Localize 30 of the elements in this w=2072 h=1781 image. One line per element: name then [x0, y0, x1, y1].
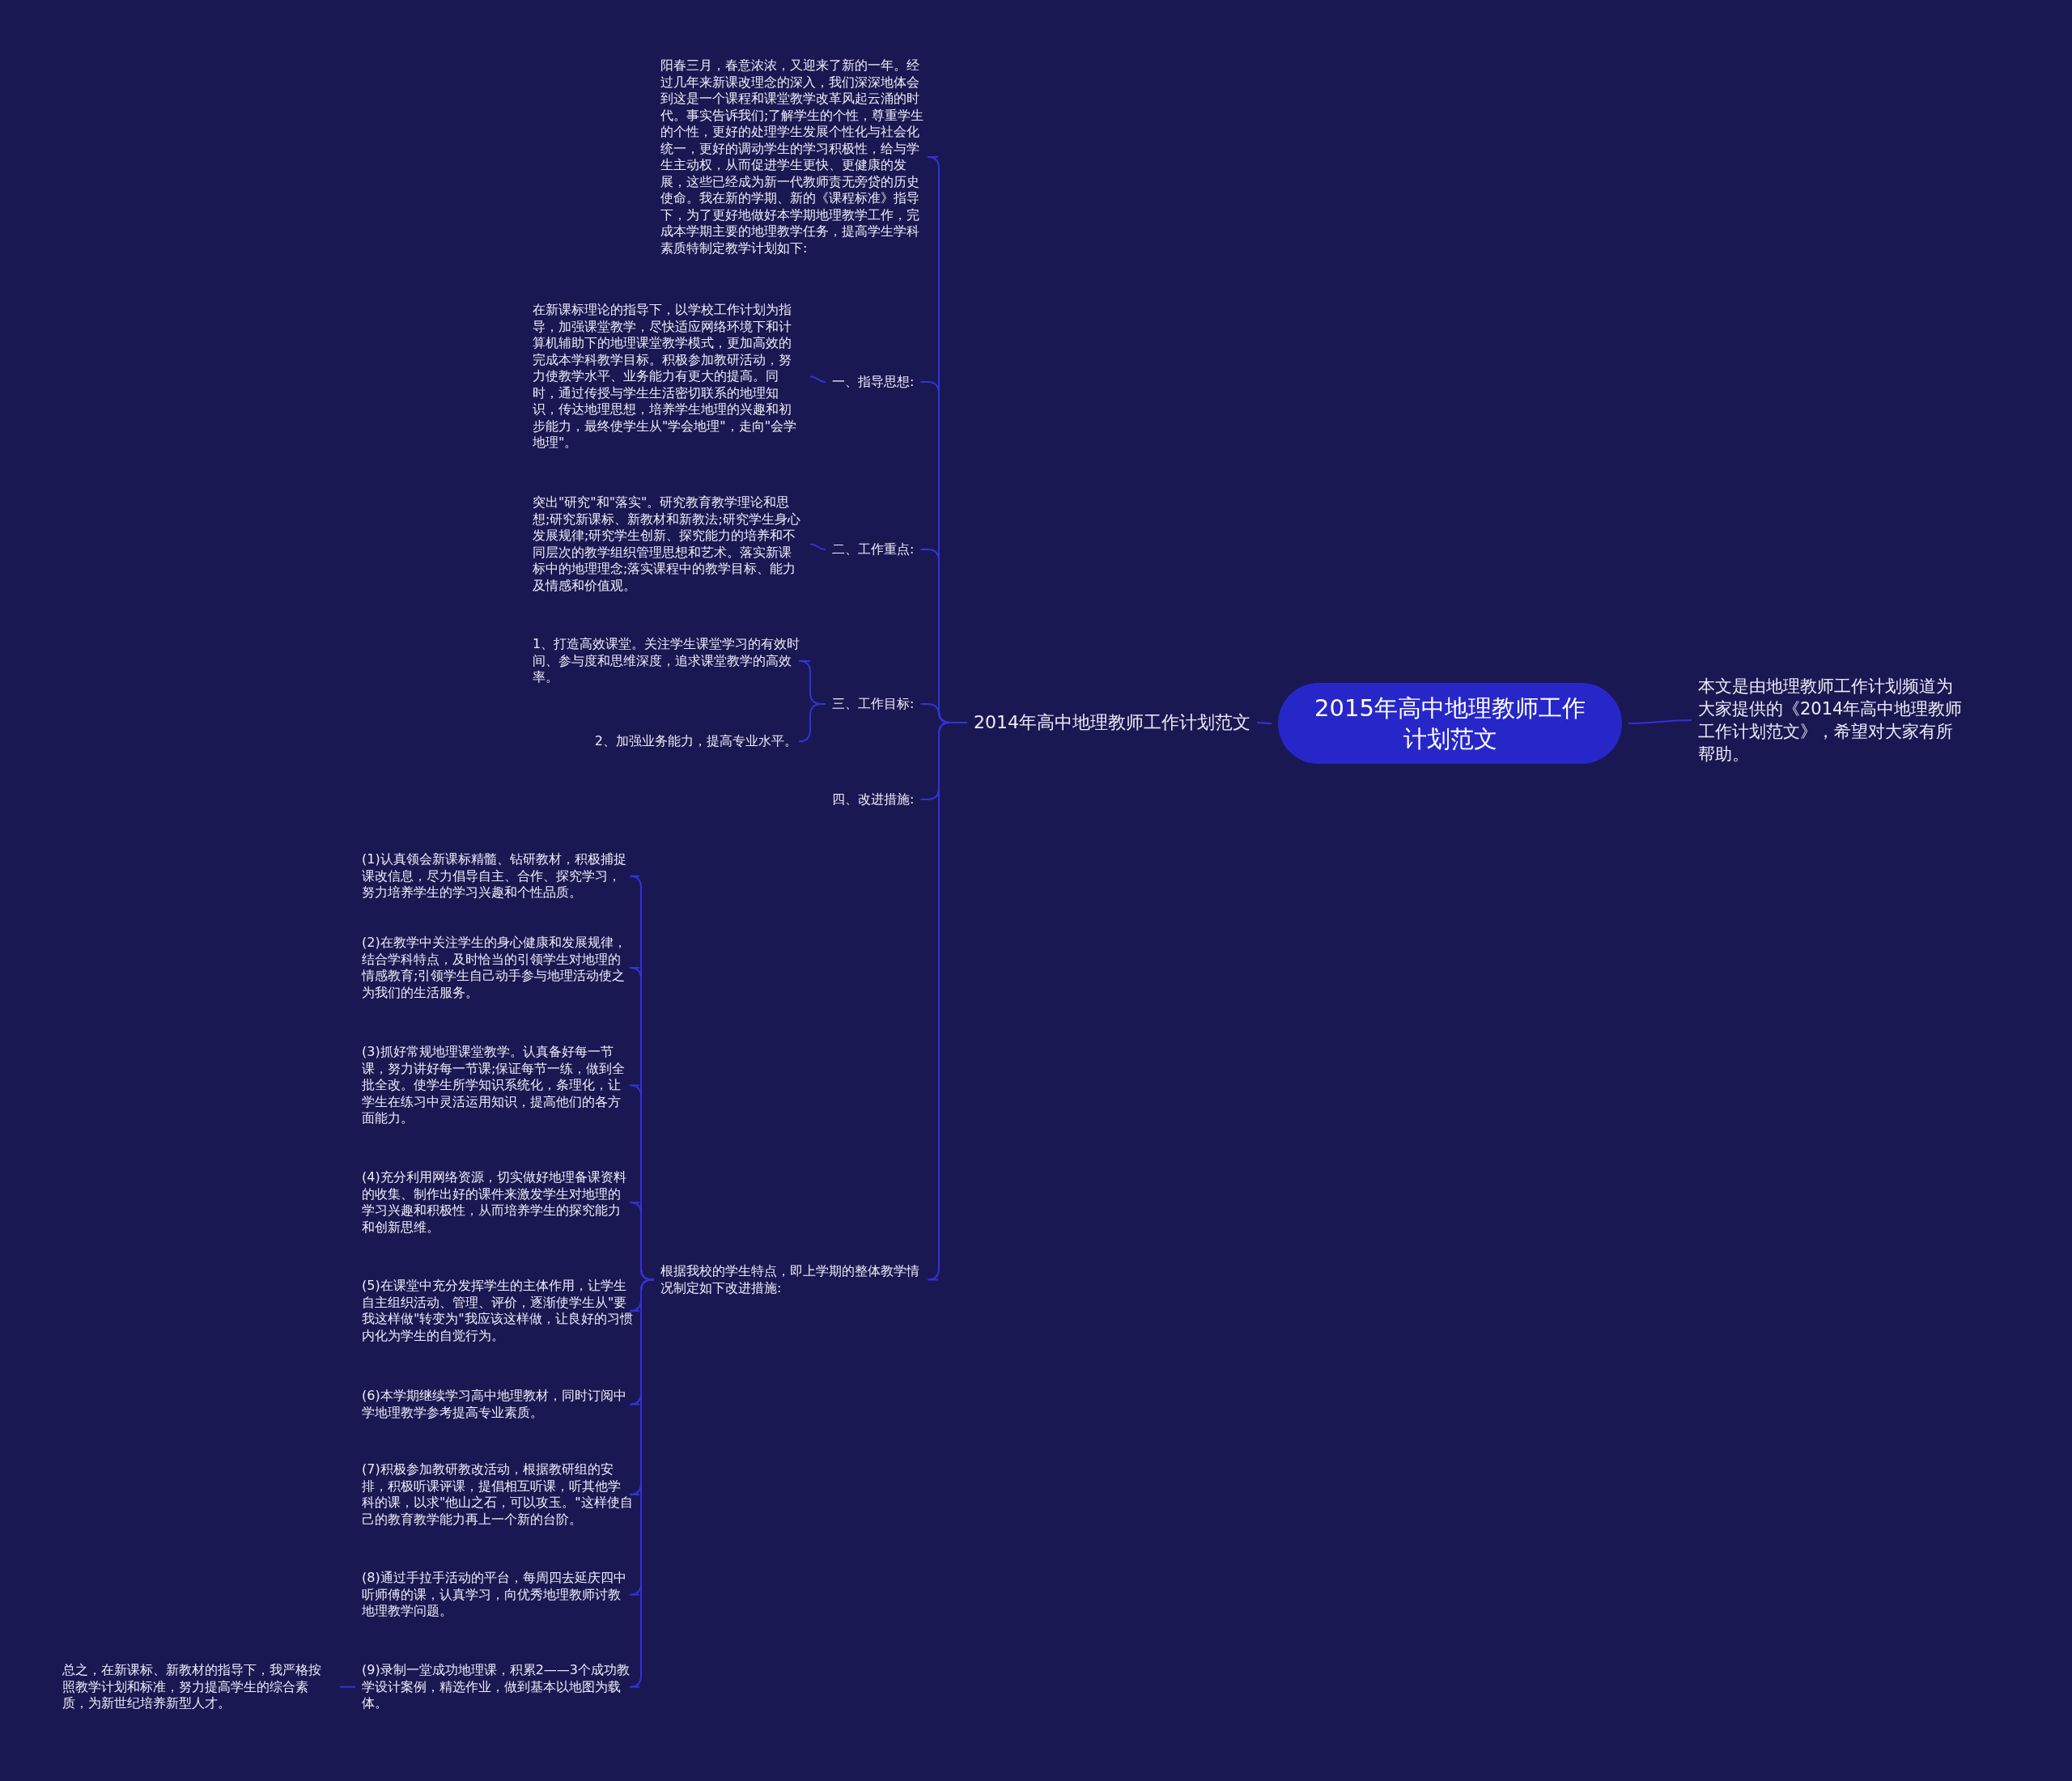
paragraph-text: 根据我校的学生特点，即上学期的整体教学情况制定如下改进措施:: [660, 1263, 932, 1296]
paragraph-text: 2、加强业务能力，提高专业水平。: [583, 733, 797, 750]
paragraph-text: 突出"研究"和"落实"。研究教育教学理论和思想;研究新课标、新教材和新教法;研究学生身心发展规律;研究学生创新、探究能力的培养和不同层次的教学组织管理思想和艺术。落实新课标中的地理理念;落实课程中的教学目标、能力及情感和价值观。: [533, 494, 804, 594]
connector-line: [1256, 722, 1272, 724]
section-heading: 四、改进措施:: [832, 791, 915, 808]
section-heading: 三、工作目标:: [832, 696, 915, 712]
paragraph-text: 总之，在新课标、新教材的指导下，我严格按照教学计划和标准，努力提高学生的综合素质，为新世纪培养新型人才。: [62, 1662, 333, 1712]
connector-line: [1628, 719, 1692, 724]
central-topic: 2015年高中地理教师工作计划范文: [1278, 683, 1622, 764]
list-item-text: (7)积极参加教研教改活动，根据教研组的安排，积极听课评课，提倡相互听课，听其他学科的课，以求"他山之石，可以攻玉。"这样使自己的教育教学能力再上一个新的台阶。: [362, 1461, 633, 1528]
paragraph-text: 阳春三月，春意浓浓，又迎来了新的一年。经过几年来新课改理念的深入，我们深深地体会到这是一个课程和课堂教学改革风起云涌的时代。事实告诉我们;了解学生的个性，尊重学生的个性，更好的处理学生发展个性化与社会化统一，更好的调动学生的学习积极性，给与学生主动权，从而促进学生更快、更健康的发展，这些已经成为新一代教师责无旁贷的历史使命。我在新的学期、新的《课程标准》指导下，为了更好地做好本学期地理教学工作，完成本学期主要的地理教学任务，提高学生学科素质特制定教学计划如下:: [660, 57, 932, 257]
section-heading: 二、工作重点:: [832, 541, 915, 558]
connector-line: [629, 1202, 655, 1281]
list-item-text: (1)认真领会新课标精髓、钻研教材，积极捕捉课改信息，尽力倡导自主、合作、探究学习，努力培养学生的学习兴趣和个性品质。: [362, 851, 633, 901]
connector-line: [809, 543, 826, 550]
description-text: 本文是由地理教师工作计划频道为大家提供的《2014年高中地理教师工作计划范文》，希望对大家有所帮助。: [1698, 675, 1969, 765]
branch-topic: 2014年高中地理教师工作计划范文: [974, 710, 1250, 735]
list-item-text: (5)在课堂中充分发挥学生的主体作用，让学生自主组织活动、管理、评价，逐渐使学生从"要我这样做"转变为"我应该这样做，让良好的习惯内化为学生的自觉行为。: [362, 1278, 633, 1344]
paragraph-text: 1、打造高效课堂。关注学生课堂学习的有效时间、参与度和思维深度，追求课堂教学的高效率。: [533, 636, 804, 686]
list-item-text: (2)在教学中关注学生的身心健康和发展规律，结合学科特点，及时恰当的引领学生对地理的情感教育;引领学生自己动手参与地理活动使之为我们的生活服务。: [362, 935, 633, 1001]
list-item-text: (3)抓好常规地理课堂教学。认真备好每一节课，努力讲好每一节课;保证每节一练，做到全批全改。使学生所学知识系统化，条理化，让学生在练习中灵活运用知识，提高他们的各方面能力。: [362, 1044, 633, 1127]
connector-line: [798, 703, 826, 743]
section-heading: 一、指导思想:: [832, 374, 915, 390]
list-item-text: (8)通过手拉手活动的平台，每周四去延庆四中听师傅的课，认真学习，向优秀地理教师讨教地理教学问题。: [362, 1570, 633, 1620]
list-item-text: (9)录制一堂成功地理课，积累2——3个成功教学设计案例，精选作业，做到基本以地图为载体。: [362, 1662, 633, 1712]
list-item-text: (4)充分利用网络资源，切实做好地理备课资料的收集、制作出好的课件来激发学生对地理的学习兴趣和积极性，从而培养学生的探究能力和创新思维。: [362, 1169, 633, 1236]
connector-line: [339, 1686, 356, 1688]
paragraph-text: 在新课标理论的指导下，以学校工作计划为指导，加强课堂教学，尽快适应网络环境下和计算机辅助下的地理课堂教学模式，更加高效的完成本学科教学目标。积极参加教研活动，努力使教学水平、业务能力有更大的提高。同时，通过传授与学生生活密切联系的地理知识，传达地理思想，培养学生地理的兴趣和初步能力，最终使学生从"学会地理"，走向"会学地理"。: [533, 302, 804, 452]
list-item-text: (6)本学期继续学习高中地理教材，同时订阅中学地理教学参考提高专业素质。: [362, 1388, 633, 1421]
connector-line: [809, 375, 826, 383]
